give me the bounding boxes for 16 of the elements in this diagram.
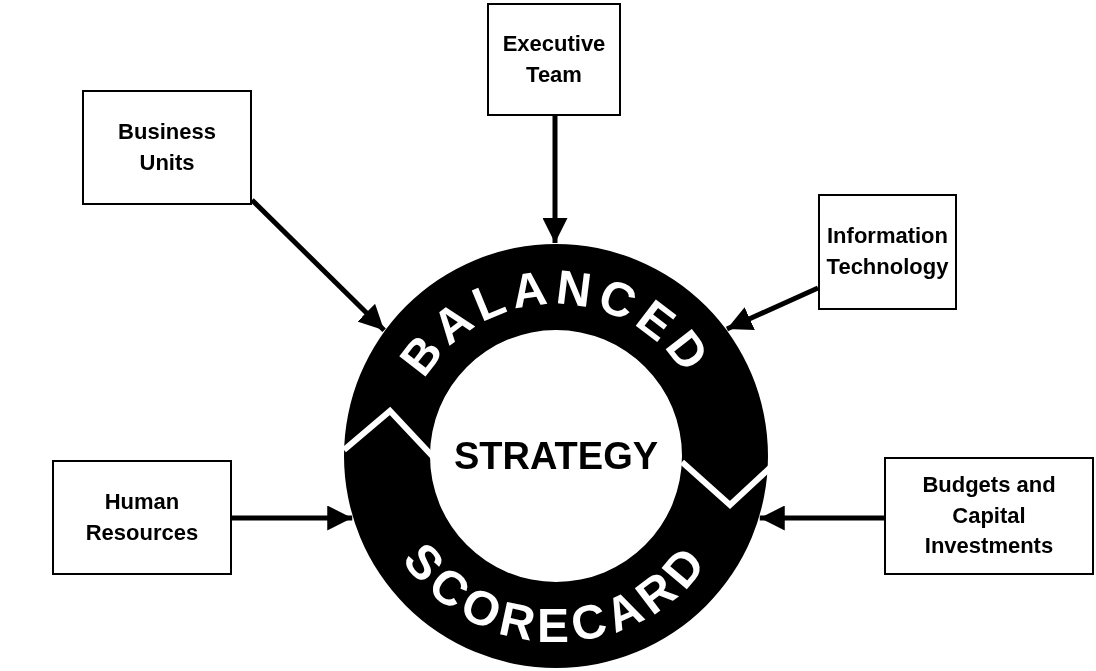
process-box xyxy=(82,90,252,205)
arrow xyxy=(232,505,353,531)
arrow xyxy=(725,285,820,332)
box-label: Executive Team xyxy=(501,29,607,89)
box-label: Human Resources xyxy=(84,487,200,547)
process-box xyxy=(52,460,232,575)
arrow xyxy=(542,116,568,243)
box-label: Business Units xyxy=(117,117,217,177)
center-label: STRATEGY xyxy=(453,433,659,479)
box-label: Budgets and Capital Investments xyxy=(921,470,1057,561)
box-label: Information Technology xyxy=(826,222,949,281)
process-box xyxy=(487,3,621,116)
arrow xyxy=(250,198,386,332)
arrow xyxy=(759,505,884,531)
process-box xyxy=(884,457,1094,575)
process-box xyxy=(818,194,957,310)
